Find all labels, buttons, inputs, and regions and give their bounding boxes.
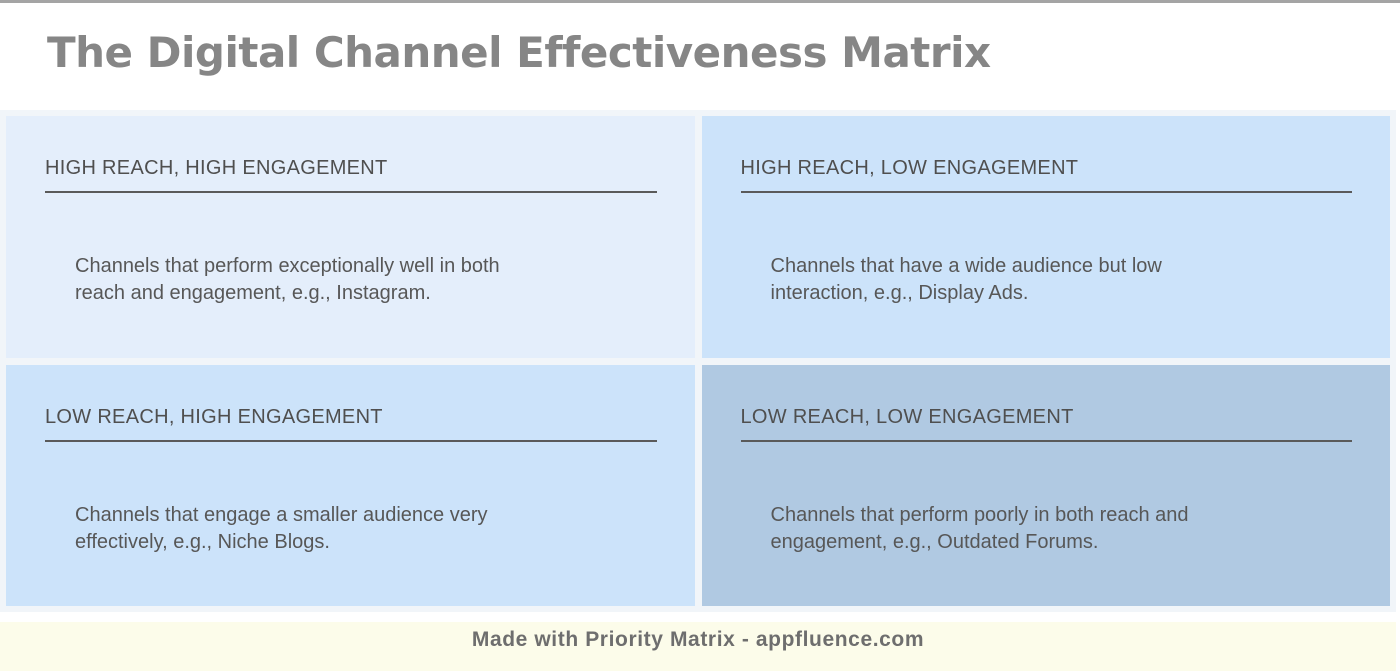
quadrant-title-underline	[740, 191, 1352, 193]
matrix-grid: HIGH REACH, HIGH ENGAGEMENT Channels tha…	[0, 110, 1396, 612]
quadrant-title: HIGH REACH, HIGH ENGAGEMENT	[45, 157, 388, 179]
quadrant-description: Channels that perform poorly in both rea…	[770, 503, 1189, 553]
quadrant-title: LOW REACH, LOW ENGAGEMENT	[740, 405, 1074, 428]
footer-credit: Made with Priority Matrix - appfluence.c…	[471, 628, 925, 651]
quadrant-description: Channels that perform exceptionally well…	[75, 255, 500, 304]
top-border-bar	[0, 0, 1400, 3]
quadrant-title: LOW REACH, HIGH ENGAGEMENT	[45, 405, 383, 428]
footer-bar: Made with Priority Matrix - appfluence.c…	[0, 622, 1396, 671]
quadrant-title-underline	[740, 439, 1352, 442]
quadrant-title-underline	[45, 439, 657, 442]
quadrant-description: Channels that have a wide audience but l…	[770, 255, 1162, 304]
quadrant-high-reach-high-engagement: HIGH REACH, HIGH ENGAGEMENT Channels tha…	[6, 116, 695, 358]
quadrant-description: Channels that engage a smaller audience …	[75, 503, 488, 553]
page-title: The Digital Channel Effectiveness Matrix	[47, 28, 991, 77]
quadrant-high-reach-low-engagement: HIGH REACH, LOW ENGAGEMENT Channels that…	[701, 116, 1390, 358]
quadrant-low-reach-low-engagement: LOW REACH, LOW ENGAGEMENT Channels that …	[701, 364, 1390, 606]
quadrant-title-underline	[45, 191, 657, 193]
quadrant-title: HIGH REACH, LOW ENGAGEMENT	[740, 157, 1079, 179]
quadrant-low-reach-high-engagement: LOW REACH, HIGH ENGAGEMENT Channels that…	[6, 364, 695, 606]
